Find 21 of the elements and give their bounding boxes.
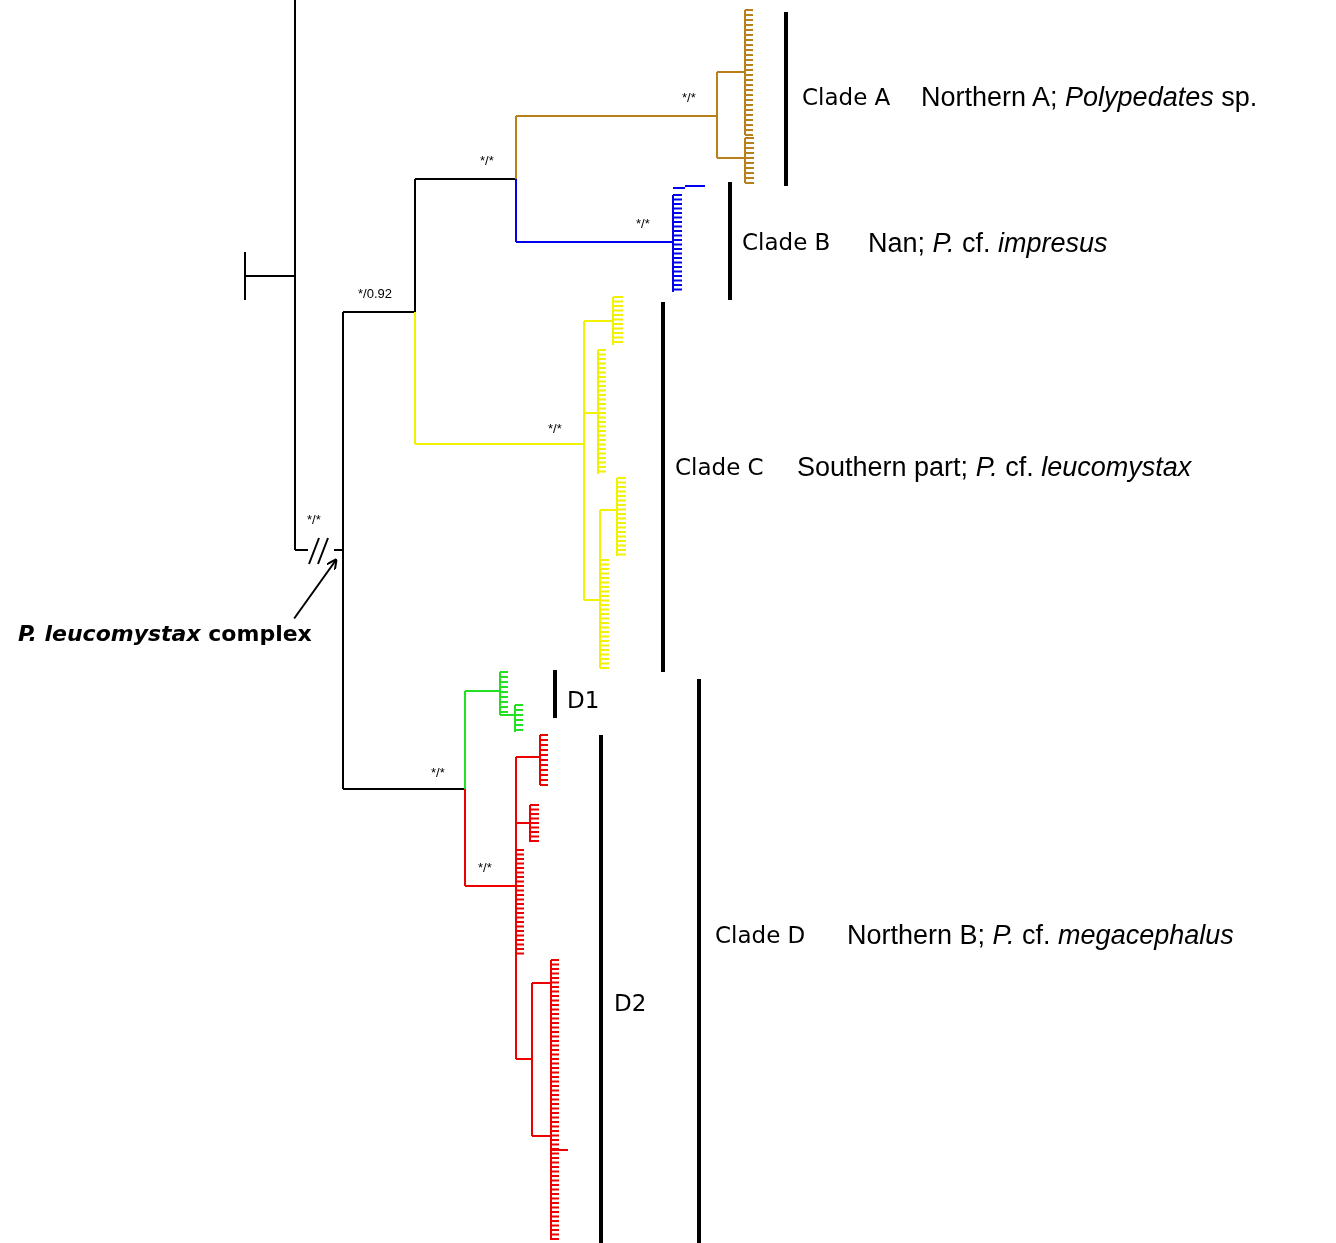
clade-label: Clade A [802, 84, 891, 110]
support-value: */* [431, 764, 445, 780]
clade-label: D1 [567, 687, 600, 713]
support-value: */0.92 [358, 285, 392, 301]
branch-break-mark [308, 537, 329, 565]
leader-arrow [293, 558, 338, 620]
support-value: */* [307, 511, 321, 527]
clade-description: Northern A; Polypedates sp. [921, 81, 1258, 113]
clade-label: Clade C [675, 454, 764, 480]
clade-label: Clade D [715, 922, 806, 948]
support-value: */* [636, 215, 650, 231]
support-value: */* [478, 859, 492, 875]
clade-description: Nan; P. cf. impresus [868, 227, 1108, 259]
support-value: */* [480, 152, 494, 168]
clade-description: Southern part; P. cf. leucomystax [797, 451, 1192, 483]
clade-label: D2 [614, 990, 647, 1016]
support-value: */* [682, 89, 696, 105]
group-label: P. leucomystax complex [18, 620, 312, 646]
support-value: */* [548, 420, 562, 436]
clade-label: Clade B [742, 229, 831, 255]
clade-description: Northern B; P. cf. megacephalus [847, 919, 1234, 951]
